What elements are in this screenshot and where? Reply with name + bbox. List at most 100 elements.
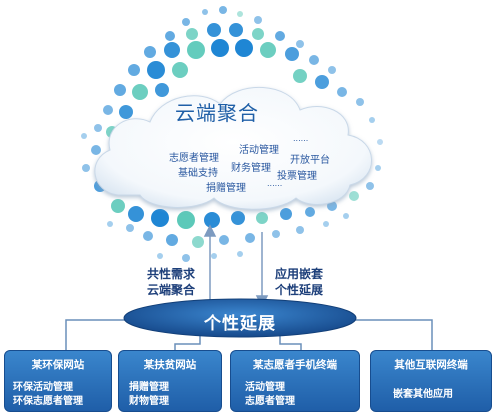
terminal-box-volunteer-mobile: 某志愿者手机终端 活动管理 志愿者管理 bbox=[230, 350, 360, 412]
decorative-dot-cluster bbox=[81, 6, 383, 262]
decorative-dot bbox=[147, 61, 165, 79]
decorative-dot bbox=[132, 84, 148, 100]
decorative-dot bbox=[327, 201, 337, 211]
decorative-dot bbox=[128, 206, 144, 222]
cloud-item-ellipsis-top: ...... bbox=[293, 134, 309, 143]
decorative-dot bbox=[192, 236, 204, 248]
decorative-dot bbox=[252, 28, 264, 40]
decorative-dot bbox=[377, 139, 383, 145]
terminal-box-title: 其他互联网终端 bbox=[394, 359, 468, 371]
decorative-dot bbox=[285, 47, 299, 61]
decorative-dot bbox=[155, 83, 169, 97]
cloud-title: 云端聚合 bbox=[175, 101, 259, 125]
decorative-dot bbox=[328, 66, 336, 74]
decorative-dot bbox=[182, 254, 190, 262]
decorative-dot bbox=[272, 230, 280, 238]
decorative-dot bbox=[337, 87, 347, 97]
decorative-dot bbox=[323, 221, 329, 227]
decorative-dot bbox=[94, 124, 102, 132]
terminal-box-line: 活动管理 bbox=[245, 382, 285, 393]
decorative-dot bbox=[356, 98, 364, 106]
decorative-dot bbox=[82, 164, 90, 172]
decorative-dot bbox=[293, 69, 307, 83]
decorative-dot bbox=[229, 23, 243, 37]
decorative-dot bbox=[172, 62, 188, 78]
decorative-dot bbox=[237, 11, 243, 17]
decorative-dot bbox=[107, 221, 113, 227]
terminal-box-other-internet: 其他互联网终端 嵌套其他应用 bbox=[370, 350, 492, 412]
terminal-box-line: 捐赠管理 bbox=[129, 382, 169, 393]
decorative-dot bbox=[165, 31, 175, 41]
terminal-box-line: 财物管理 bbox=[129, 396, 169, 407]
decorative-dot bbox=[254, 16, 262, 24]
cloud-shape bbox=[94, 86, 372, 210]
decorative-dot bbox=[143, 231, 153, 241]
decorative-dot bbox=[151, 209, 169, 227]
decorative-dot bbox=[369, 117, 375, 123]
decorative-dot bbox=[349, 191, 359, 201]
decorative-dot bbox=[296, 226, 304, 234]
decorative-dot bbox=[237, 251, 243, 257]
hub-ellipse bbox=[123, 298, 357, 338]
decorative-dot bbox=[231, 211, 245, 225]
decorative-dot bbox=[164, 42, 180, 58]
decorative-dot bbox=[211, 253, 217, 259]
terminal-box-title: 某志愿者手机终端 bbox=[253, 359, 337, 371]
decorative-dot bbox=[296, 40, 304, 48]
decorative-dot bbox=[343, 213, 349, 219]
decorative-dot bbox=[177, 211, 195, 229]
decorative-dot bbox=[119, 105, 133, 119]
decorative-dot bbox=[114, 84, 126, 96]
connector-label-right: 应用嵌套 个性延展 bbox=[268, 266, 330, 298]
decorative-dot bbox=[186, 28, 198, 40]
terminal-box-poverty-site: 某扶贫网站 捐赠管理 财物管理 bbox=[118, 350, 222, 412]
decorative-dot bbox=[128, 64, 140, 76]
terminal-box-line: 嵌套其他应用 bbox=[393, 389, 453, 400]
decorative-dot bbox=[103, 105, 113, 115]
decorative-dot bbox=[91, 145, 101, 155]
terminal-box-title: 某扶贫网站 bbox=[143, 359, 197, 371]
cloud-item-activity-mgmt: 活动管理 bbox=[239, 145, 279, 156]
connector-label-left-line1: 共性需求 bbox=[146, 267, 195, 281]
decorative-dot bbox=[202, 9, 208, 15]
cloud-item-donation-mgmt: 捐赠管理 bbox=[206, 183, 246, 194]
decorative-dot bbox=[204, 212, 220, 228]
cloud-item-basic-support: 基础支持 bbox=[178, 168, 218, 179]
terminal-box-line: 环保志愿者管理 bbox=[13, 396, 83, 407]
decorative-dot bbox=[211, 39, 229, 57]
terminal-box-line: 志愿者管理 bbox=[245, 396, 295, 407]
decorative-dot bbox=[275, 31, 285, 41]
terminal-box-line: 环保活动管理 bbox=[13, 382, 73, 393]
hub-label: 个性延展 bbox=[204, 314, 276, 334]
decorative-dot bbox=[126, 224, 134, 232]
decorative-dot bbox=[245, 233, 255, 243]
cloud-item-open-platform: 开放平台 bbox=[290, 155, 330, 166]
decorative-dot bbox=[182, 18, 190, 26]
decorative-dot bbox=[166, 234, 178, 246]
cloud-item-ellipsis-bottom: ...... bbox=[267, 179, 283, 188]
terminal-box-title: 某环保网站 bbox=[31, 359, 85, 371]
decorative-dot bbox=[157, 253, 163, 259]
cloud-item-volunteer-mgmt: 志愿者管理 bbox=[169, 153, 219, 164]
connector-label-left-line2: 云端聚合 bbox=[146, 283, 195, 297]
connector-label-right-line1: 应用嵌套 bbox=[274, 267, 323, 281]
cloud-item-voting-mgmt: 投票管理 bbox=[277, 171, 317, 182]
decorative-dot bbox=[219, 235, 229, 245]
decorative-dot bbox=[111, 199, 125, 213]
terminal-box-environmental-site: 某环保网站 环保活动管理 环保志愿者管理 bbox=[4, 350, 112, 412]
decorative-dot bbox=[260, 42, 276, 58]
decorative-dot bbox=[309, 55, 319, 65]
decorative-dot bbox=[305, 207, 315, 217]
decorative-dot bbox=[219, 6, 227, 14]
decorative-dot bbox=[366, 182, 374, 190]
connector-label-left: 共性需求 云端聚合 bbox=[140, 266, 202, 298]
decorative-dot bbox=[187, 41, 205, 59]
decorative-dot bbox=[375, 165, 381, 171]
connector-arrows bbox=[203, 224, 269, 308]
cloud-item-finance-mgmt: 财务管理 bbox=[231, 163, 271, 174]
decorative-dot bbox=[235, 39, 253, 57]
decorative-dot bbox=[315, 75, 329, 89]
decorative-dot bbox=[280, 208, 292, 220]
decorative-dot bbox=[256, 212, 268, 224]
